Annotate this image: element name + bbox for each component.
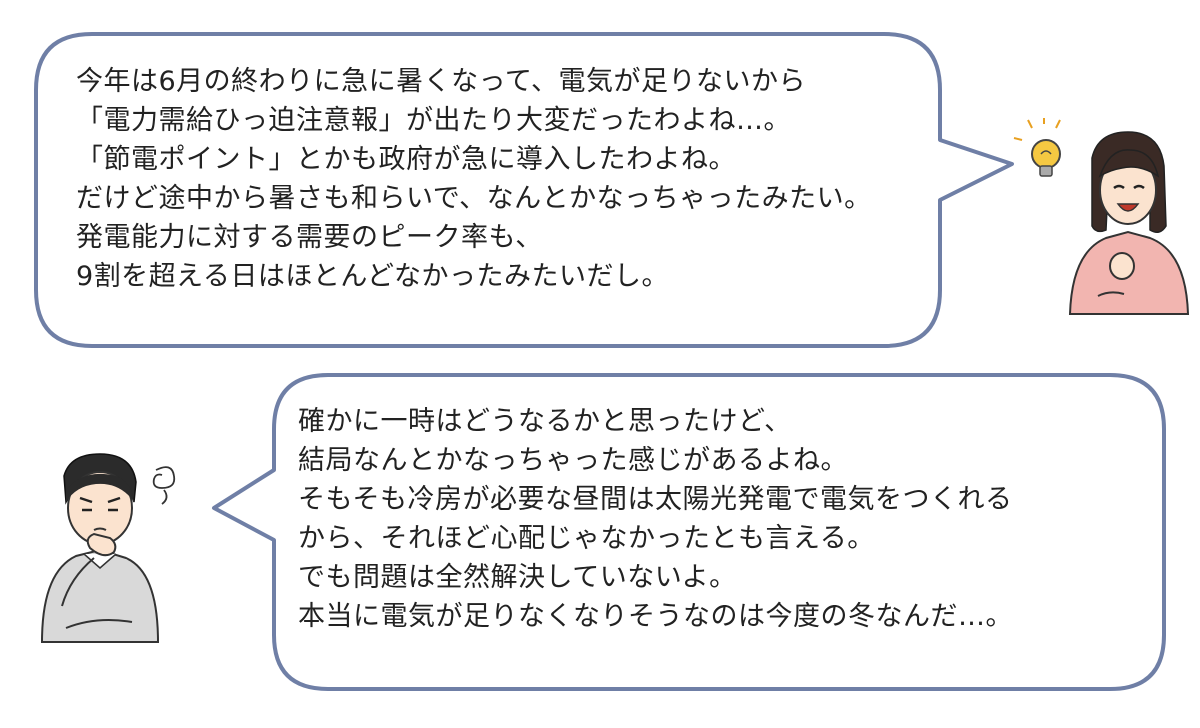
dialogue-line: 「節電ポイント」とかも政府が急に導入したわよね。 xyxy=(76,144,736,175)
speech-bubble-man-outline xyxy=(212,373,1166,691)
dialogue-line: 「電力需給ひっ迫注意報」が出たり大変だったわよね…。 xyxy=(76,105,791,136)
dialogue-line: だけど途中から暑さも和らいで、なんとかなっちゃったみたい。 xyxy=(76,183,872,214)
woman-fist xyxy=(1109,252,1135,280)
dialogue-line: でも問題は全然解決していないよ。 xyxy=(298,562,737,593)
dialogue-line: 発電能力に対する需要のピーク率も、 xyxy=(76,222,543,253)
dialogue-line: そもそも冷房が必要な昼間は太陽光発電で電気をつくれる xyxy=(298,484,1013,515)
man-dialogue: 確かに一時はどうなるかと思ったけど、 結局なんとかなっちゃった感じがあるよね。 … xyxy=(298,402,1013,636)
dialogue-line: 今年は6月の終わりに急に暑くなって、電気が足りないから xyxy=(76,66,806,97)
speech-bubble-woman-outline xyxy=(34,32,1014,348)
dialogue-line: 本当に電気が足りなくなりそうなのは今度の冬なんだ…。 xyxy=(298,601,1013,632)
light-bulb-icon xyxy=(1013,118,1061,177)
swirl-icon xyxy=(152,466,176,505)
dialogue-line: 確かに一時はどうなるかと思ったけど、 xyxy=(298,406,792,437)
woman-dialogue: 今年は6月の終わりに急に暑くなって、電気が足りないから 「電力需給ひっ迫注意報」… xyxy=(76,62,872,296)
man-illustration xyxy=(40,453,176,643)
dialogue-line: 9割を超える日はほとんどなかったみたいだし。 xyxy=(76,261,670,292)
man-hand xyxy=(86,532,117,557)
woman-illustration xyxy=(1013,118,1190,315)
dialogue-line: から、それほど心配じゃなかったとも言える。 xyxy=(298,523,875,554)
dialogue-line: 結局なんとかなっちゃった感じがあるよね。 xyxy=(298,445,848,476)
